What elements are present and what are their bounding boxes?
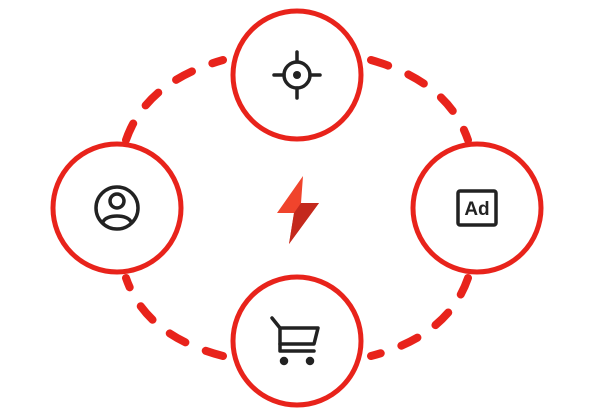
node-ring bbox=[230, 274, 364, 408]
node-bottom bbox=[230, 274, 364, 408]
connector-left-top bbox=[122, 56, 227, 144]
connector-top-right bbox=[367, 56, 472, 144]
user-profile-icon bbox=[94, 185, 140, 231]
ad-badge-label: Ad bbox=[464, 199, 489, 220]
shopping-cart-icon bbox=[270, 316, 320, 366]
crosshair-target-icon bbox=[272, 50, 322, 100]
dashed-connector-ring bbox=[122, 56, 472, 360]
node-right: Ad bbox=[410, 141, 544, 275]
node-top bbox=[230, 8, 364, 142]
node-ring bbox=[410, 141, 544, 275]
ad-badge-icon: Ad bbox=[456, 189, 498, 227]
lightning-bolt-icon bbox=[277, 176, 319, 244]
connector-right-bottom bbox=[367, 274, 472, 360]
node-left bbox=[50, 141, 184, 275]
connector-bottom-left bbox=[122, 274, 227, 360]
